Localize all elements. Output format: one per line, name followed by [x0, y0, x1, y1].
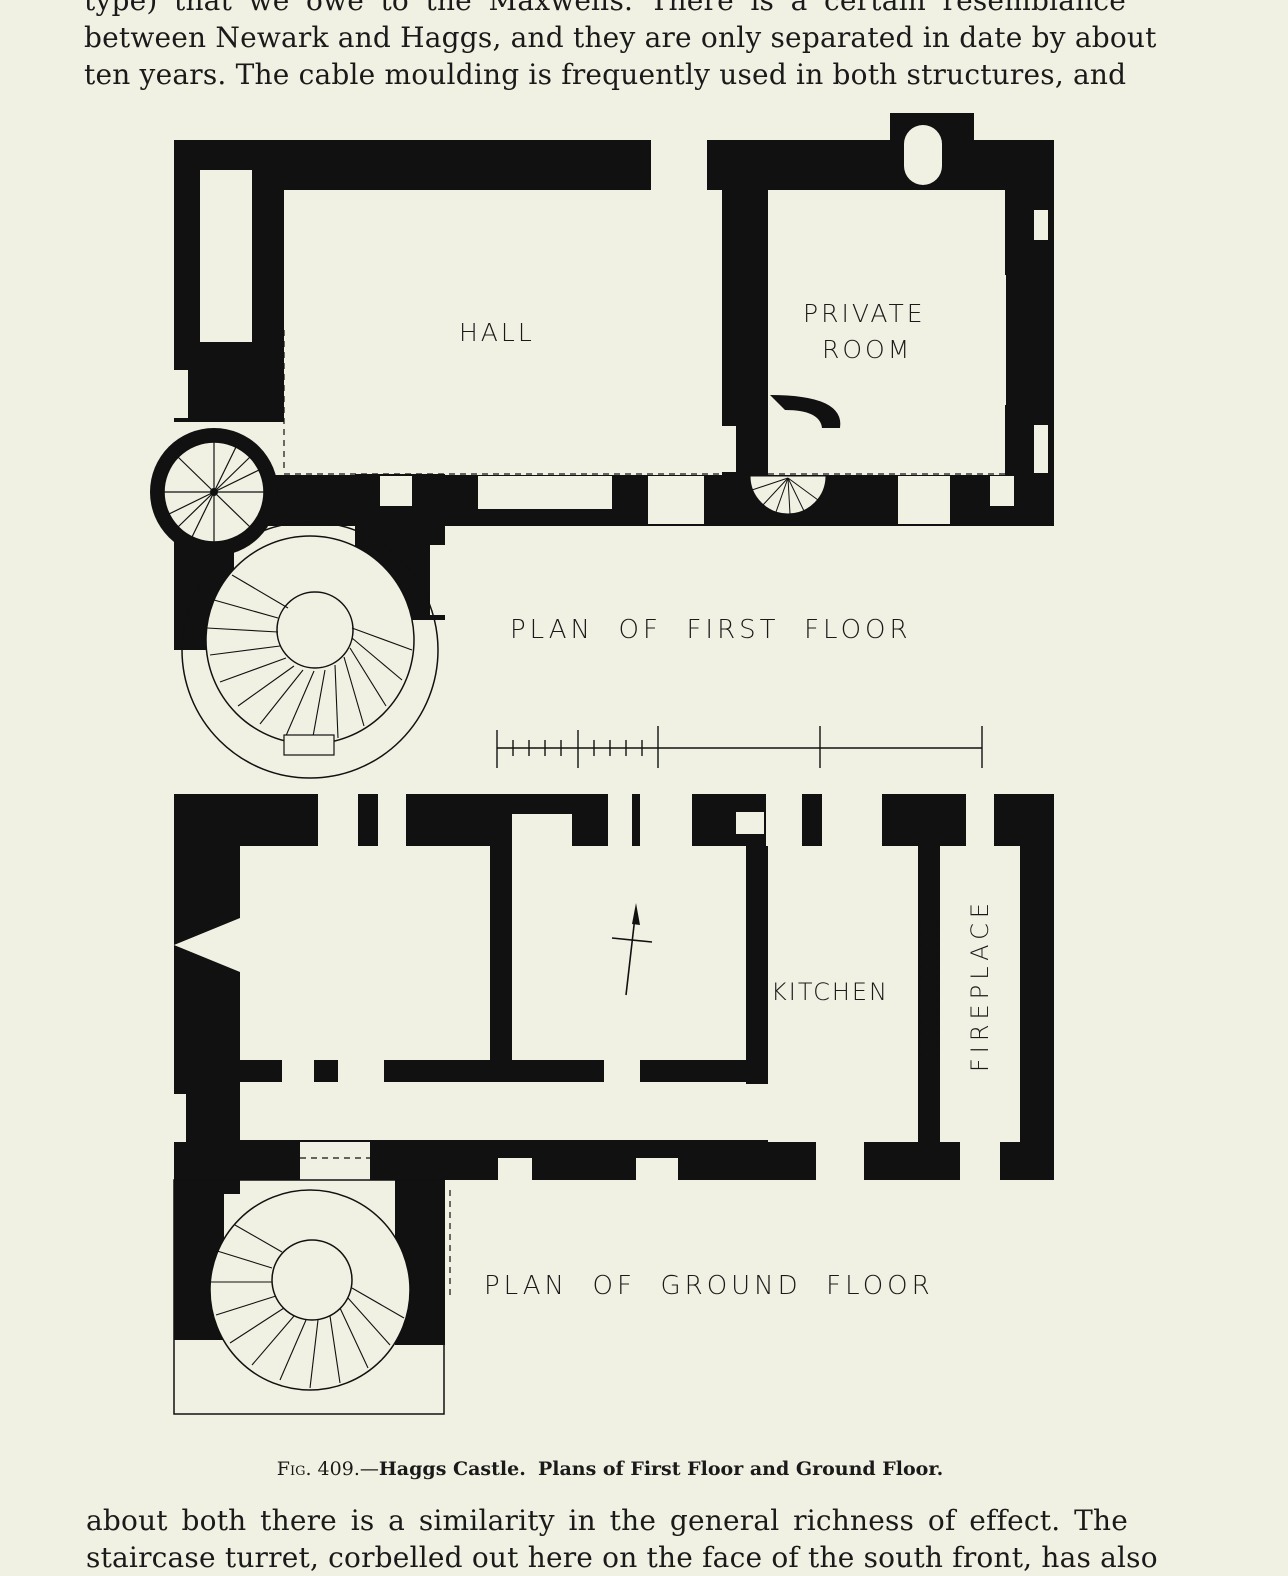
figure-description: Plans of First Floor and Ground Floor.	[537, 1458, 944, 1480]
scale-bar	[496, 726, 983, 768]
text-line: type) that we owe to the Maxwells. There…	[84, 0, 1126, 17]
text-line: between Newark and Haggs, and they are o…	[84, 21, 1157, 54]
body-text-top: type) that we owe to the Maxwells. There…	[84, 0, 1157, 93]
text-line: staircase turret, corbelled out here on …	[86, 1541, 1158, 1574]
hall-label: HALL	[459, 318, 535, 347]
wall	[918, 794, 940, 1144]
private-room-label-1: PRIVATE	[803, 299, 926, 328]
figure-number: Fig. 409.—	[276, 1458, 379, 1480]
first-floor-title: PLAN OF FIRST FLOOR	[510, 615, 912, 645]
wall	[1020, 794, 1054, 1180]
figure-caption: Fig. 409.—Haggs Castle. Plans of First F…	[0, 1458, 1220, 1480]
figure-title: Haggs Castle.	[378, 1458, 526, 1480]
private-room-label-2: ROOM	[822, 335, 912, 364]
kitchen-label: KITCHEN	[771, 978, 889, 1006]
ground-floor-title: PLAN OF GROUND FLOOR	[484, 1271, 934, 1301]
fireplace-label: FIREPLACE	[966, 898, 994, 1072]
wall	[746, 794, 768, 1084]
body-text-bottom: about both there is a similarity in the …	[86, 1502, 1158, 1576]
wall	[490, 794, 512, 1074]
text-line: about both there is a similarity in the …	[86, 1504, 1128, 1537]
text-line: ten years. The cable moulding is frequen…	[84, 58, 1127, 91]
